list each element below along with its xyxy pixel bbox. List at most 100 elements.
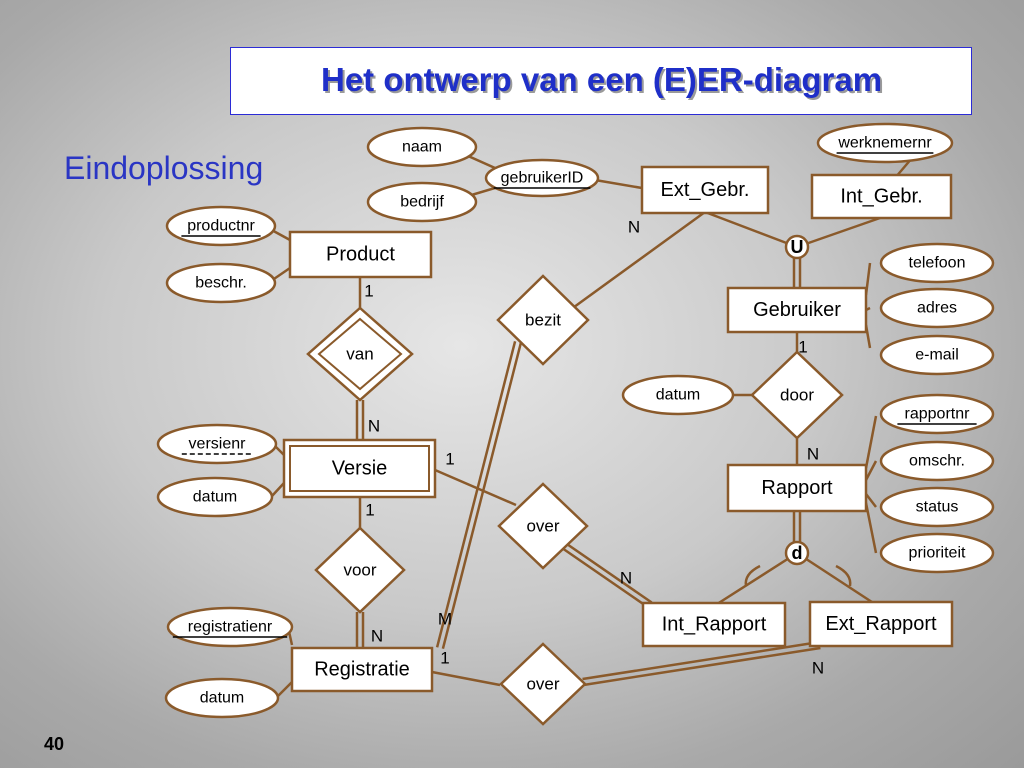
entity-label-rapport: Rapport xyxy=(761,477,833,499)
line-prioriteit xyxy=(864,502,878,554)
entity-gebruiker[interactable]: Gebruiker xyxy=(726,286,868,334)
entity-label-int_gebr: Int_Gebr. xyxy=(840,186,922,208)
attribute-label-werknemernr: werknemernr xyxy=(837,135,932,152)
attribute-gebruikerid[interactable]: gebruikerID xyxy=(484,158,600,198)
attribute-label-bedrijf: bedrijf xyxy=(400,194,444,211)
attribute-label-status: status xyxy=(916,499,959,516)
entity-label-int_rapport: Int_Rapport xyxy=(662,614,767,636)
attribute-label-registratienr: registratienr xyxy=(188,619,273,636)
entity-product[interactable]: Product xyxy=(288,230,433,279)
cardinality-c_door_rapport: N xyxy=(807,445,819,464)
line-extgebr-u xyxy=(704,210,798,249)
attribute-email[interactable]: e-mail xyxy=(879,334,995,376)
attribute-bedrijf[interactable]: bedrijf xyxy=(366,181,478,223)
attribute-datum_door[interactable]: datum xyxy=(621,374,735,416)
relationship-label-door: door xyxy=(780,386,814,405)
attribute-datum_versie[interactable]: datum xyxy=(156,476,274,518)
entity-label-versie: Versie xyxy=(332,458,388,480)
cardinality-c_voor_reg: N xyxy=(371,627,383,646)
page-number: 40 xyxy=(44,734,65,754)
relationship-label-over2: over xyxy=(526,675,559,694)
entity-label-ext_rapport: Ext_Rapport xyxy=(825,613,937,635)
relationship-label-van: van xyxy=(346,345,373,364)
cardinality-c_gebr_door: 1 xyxy=(798,338,807,357)
relationship-over1[interactable]: over xyxy=(497,482,589,570)
attribute-label-datum_versie: datum xyxy=(193,489,237,506)
line-rapportnr xyxy=(864,415,878,469)
attribute-datum_reg[interactable]: datum xyxy=(164,677,280,719)
line-d-extrapport xyxy=(796,551,879,608)
relationship-bezit[interactable]: bezit xyxy=(496,274,590,366)
attribute-label-beschr: beschr. xyxy=(195,275,247,292)
cardinality-c_van_versie: N xyxy=(368,417,380,436)
cardinality-c_versie_over: 1 xyxy=(445,450,454,469)
entity-int_rapport[interactable]: Int_Rapport xyxy=(641,601,787,648)
subset-arc-ext xyxy=(835,564,852,587)
line-versie-over xyxy=(434,468,517,507)
entity-label-registratie: Registratie xyxy=(314,659,410,681)
slide-title: Het ontwerp van een (E)ER-diagram xyxy=(321,61,883,98)
attribute-werknemernr[interactable]: werknemernr xyxy=(816,122,954,164)
attribute-naam[interactable]: naam xyxy=(366,126,478,168)
entity-ext_gebr[interactable]: Ext_Gebr. xyxy=(640,165,770,215)
line-datum-versie xyxy=(271,482,285,497)
attribute-beschr[interactable]: beschr. xyxy=(165,262,277,304)
line-gebruikerid xyxy=(594,178,643,190)
attribute-versienr[interactable]: versienr xyxy=(156,423,278,465)
attribute-adres[interactable]: adres xyxy=(879,287,995,329)
attribute-label-telefoon: telefoon xyxy=(909,255,966,272)
relationship-door[interactable]: door xyxy=(750,350,844,440)
attribute-label-omschr: omschr. xyxy=(909,453,965,470)
attribute-label-productnr: productnr xyxy=(187,218,255,235)
entity-label-ext_gebr: Ext_Gebr. xyxy=(661,179,750,201)
attribute-label-versienr: versienr xyxy=(189,436,247,453)
attribute-registratienr[interactable]: registratienr xyxy=(166,606,294,648)
specialization-union: U xyxy=(784,234,810,260)
line-over-intrapport xyxy=(563,541,653,604)
attribute-label-gebruikerid: gebruikerID xyxy=(501,170,584,187)
attribute-productnr[interactable]: productnr xyxy=(165,205,277,247)
line-intgebr-u xyxy=(796,216,881,249)
entity-registratie[interactable]: Registratie xyxy=(290,646,434,693)
entity-label-gebruiker: Gebruiker xyxy=(753,299,841,321)
attribute-prioriteit[interactable]: prioriteit xyxy=(879,532,995,574)
line-bezit-registratie xyxy=(435,340,517,648)
attribute-label-email: e-mail xyxy=(915,347,959,364)
attribute-rapportnr[interactable]: rapportnr xyxy=(879,393,995,435)
slide-subtitle: Eindoplossing xyxy=(64,150,264,186)
cardinality-c_over_extrap: N xyxy=(812,659,824,678)
line-over-intrapport xyxy=(560,546,650,609)
attribute-label-adres: adres xyxy=(917,300,957,317)
cardinality-c_bezit_reg: M xyxy=(438,610,452,629)
relationship-van[interactable]: van xyxy=(306,306,414,402)
entity-versie[interactable]: Versie xyxy=(282,438,437,499)
attribute-status[interactable]: status xyxy=(879,486,995,528)
relationship-label-voor: voor xyxy=(343,561,376,580)
cardinality-c_reg_over: 1 xyxy=(440,649,449,668)
line-bezit-extgebr xyxy=(569,210,706,312)
relationship-over2[interactable]: over xyxy=(499,642,587,726)
entity-int_gebr[interactable]: Int_Gebr. xyxy=(810,173,953,220)
subset-arc-int xyxy=(744,564,761,587)
line-status xyxy=(865,493,877,508)
line-registratie-over xyxy=(431,670,501,687)
relationship-label-over1: over xyxy=(526,517,559,536)
entity-label-product: Product xyxy=(326,244,395,266)
line-omschr xyxy=(864,460,878,481)
attribute-telefoon[interactable]: telefoon xyxy=(879,242,995,284)
line-over-extrapport xyxy=(583,646,821,687)
attribute-label-prioriteit: prioriteit xyxy=(909,545,966,562)
attribute-label-datum_door: datum xyxy=(656,387,700,404)
attribute-label-datum_reg: datum xyxy=(200,690,244,707)
relationship-label-bezit: bezit xyxy=(525,311,561,330)
relationship-voor[interactable]: voor xyxy=(314,526,406,614)
specialization-disjoint: d xyxy=(784,540,810,566)
specialization-label-disjoint: d xyxy=(792,543,803,563)
entity-rapport[interactable]: Rapport xyxy=(726,463,868,513)
line-d-intrapport xyxy=(713,551,798,608)
cardinality-c_over_intrap: N xyxy=(620,569,632,588)
line-over-extrapport xyxy=(582,640,820,681)
attribute-omschr[interactable]: omschr. xyxy=(879,440,995,482)
entity-ext_rapport[interactable]: Ext_Rapport xyxy=(808,600,954,648)
